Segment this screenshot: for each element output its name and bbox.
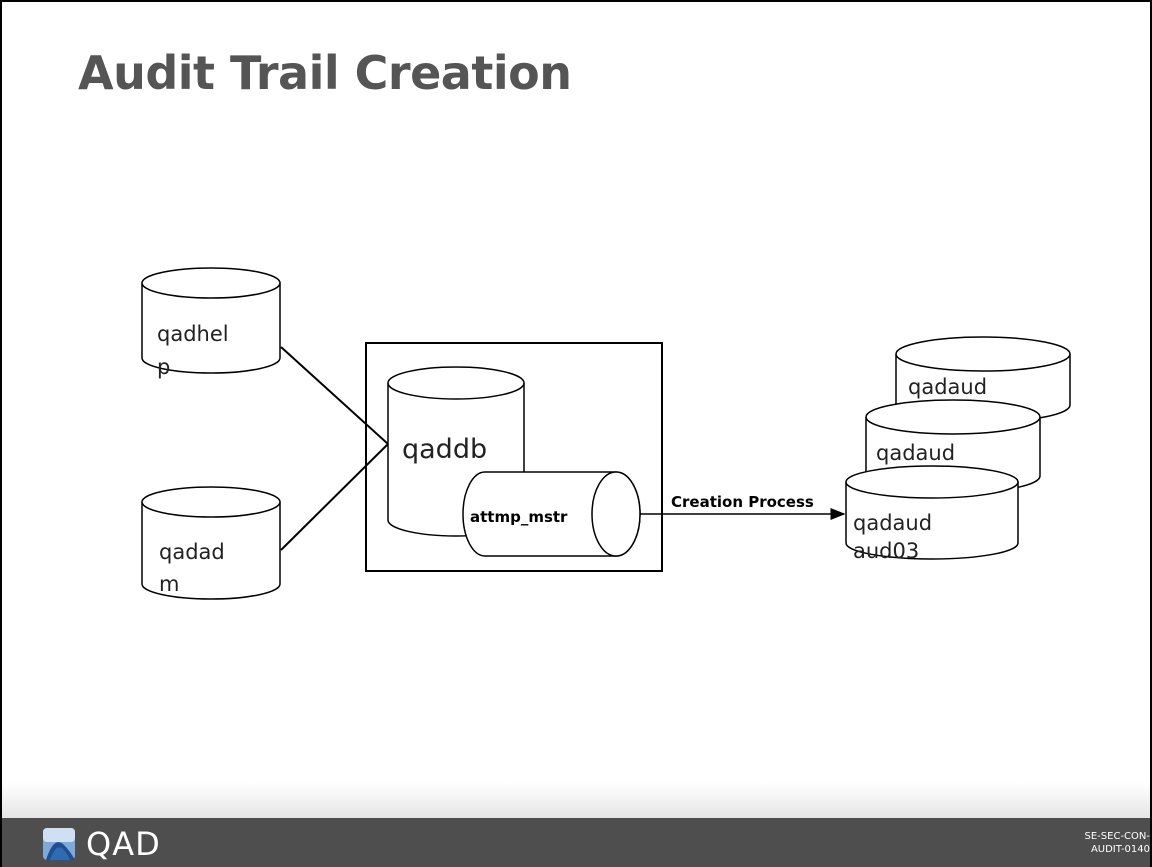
audit-db-label: aud03 xyxy=(853,539,919,563)
slide-code-line: AUDIT-0140 xyxy=(1090,844,1150,855)
source-db-label: qadhel xyxy=(157,322,229,346)
footer-gradient xyxy=(2,782,1150,818)
source-db-qadhelp: qadhel p xyxy=(141,267,281,379)
audit-db-label: qadaud xyxy=(853,511,932,535)
qaddb-container-box xyxy=(365,342,663,572)
slide-code: SE-SEC-CON- AUDIT-0140 xyxy=(1085,830,1150,856)
connector-line-qadhelp xyxy=(280,346,389,445)
audit-db-3: qadaud aud03 xyxy=(845,465,1019,563)
audit-db-label: qadaud xyxy=(908,375,987,399)
central-db-label: qaddb xyxy=(402,434,487,465)
qad-logo: QAD xyxy=(42,825,161,863)
source-db-qadadm: qadad m xyxy=(141,486,281,600)
connector-line-qadadm xyxy=(280,443,389,551)
footer-bar: QAD SE-SEC-CON- AUDIT-0140 xyxy=(2,818,1150,867)
table-attmp-mstr: attmp_mstr xyxy=(462,471,641,557)
slide-code-line: SE-SEC-CON- xyxy=(1084,831,1150,842)
logo-text: QAD xyxy=(86,825,161,863)
audit-db-label: qadaud xyxy=(876,441,955,465)
qad-logo-icon xyxy=(43,828,75,860)
table-label: attmp_mstr xyxy=(470,508,568,526)
source-db-label: qadad xyxy=(159,540,225,564)
arrow-label: Creation Process xyxy=(671,493,814,511)
slide-title: Audit Trail Creation xyxy=(78,46,572,100)
source-db-label: p xyxy=(157,355,170,379)
source-db-label: m xyxy=(159,572,179,596)
